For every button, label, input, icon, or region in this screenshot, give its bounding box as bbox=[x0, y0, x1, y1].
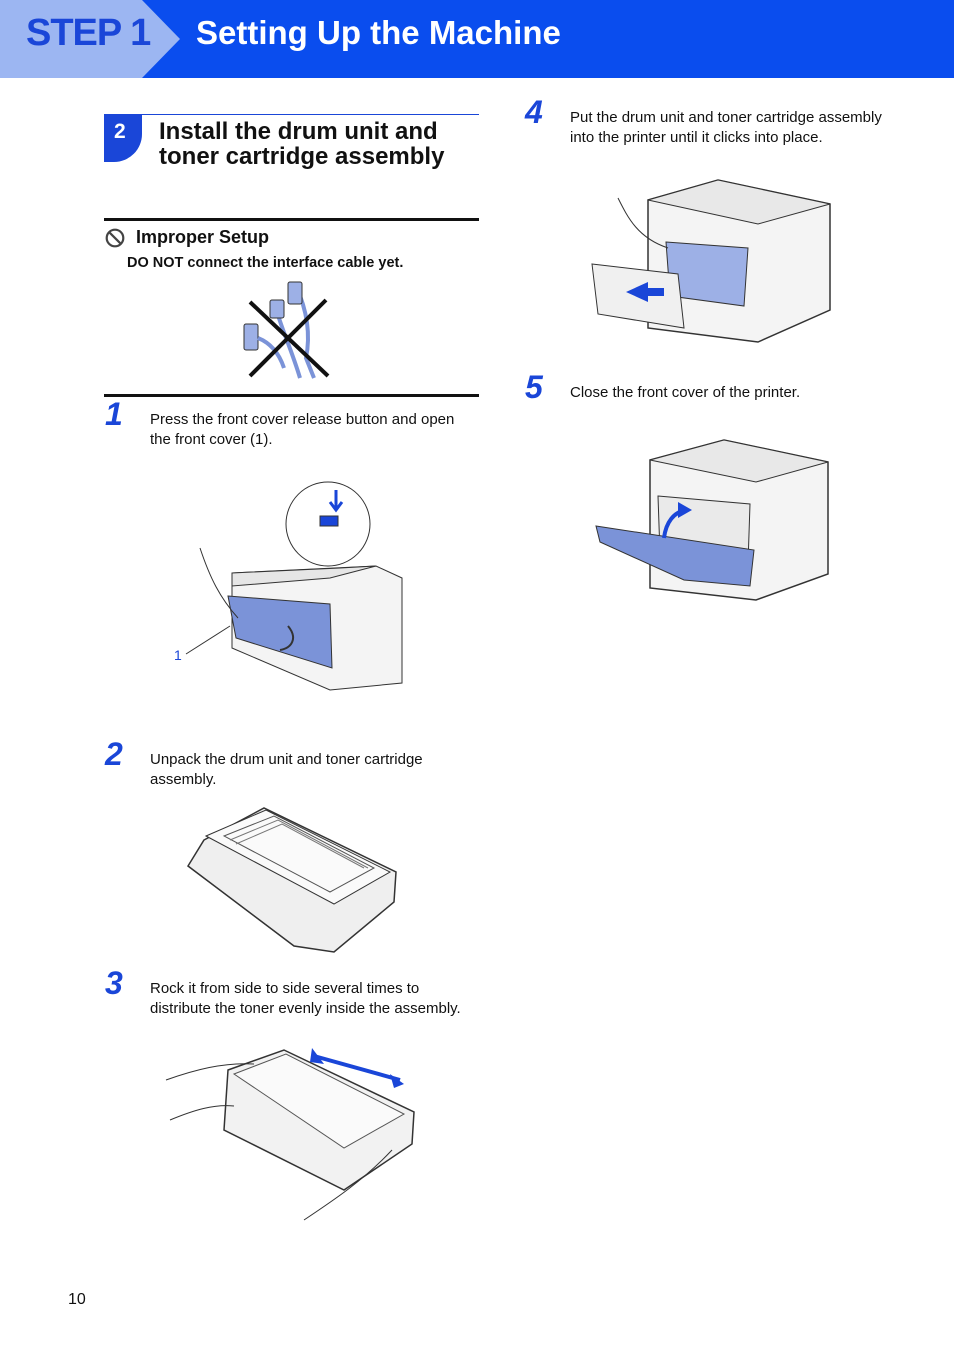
cable-crossed-illustration bbox=[243, 281, 330, 379]
section-number-badge: 2 bbox=[104, 114, 142, 162]
prohibited-icon bbox=[105, 228, 125, 248]
step-number-3: 3 bbox=[105, 965, 123, 1001]
step-3-text: Rock it from side to side several times … bbox=[150, 980, 461, 1017]
insert-drum-illustration bbox=[591, 179, 831, 343]
step-tab bbox=[0, 0, 180, 78]
step-number-5: 5 bbox=[525, 369, 543, 405]
improper-bottom-rule bbox=[104, 394, 479, 397]
step-number-1: 1 bbox=[105, 396, 123, 432]
step-4-text: Put the drum unit and toner cartridge as… bbox=[570, 109, 882, 146]
close-cover-illustration bbox=[595, 439, 829, 601]
step-1-text: Press the front cover release button and… bbox=[150, 411, 455, 448]
rock-drum-illustration bbox=[165, 1048, 415, 1221]
step-5-text: Close the front cover of the printer. bbox=[570, 384, 801, 401]
printer-open-cover-illustration bbox=[185, 481, 403, 691]
step-2-text: Unpack the drum unit and toner cartridge… bbox=[150, 751, 423, 788]
section-rule bbox=[104, 114, 479, 115]
page-title: Setting Up the Machine bbox=[196, 14, 561, 51]
section-title: Install the drum unit and toner cartridg… bbox=[159, 118, 445, 170]
step-number-4: 4 bbox=[525, 94, 543, 130]
callout-1: 1 bbox=[174, 647, 182, 663]
page-number: 10 bbox=[68, 1291, 86, 1308]
step-label: STEP 1 bbox=[26, 12, 151, 54]
improper-top-rule bbox=[104, 218, 479, 221]
drum-unit-illustration bbox=[187, 807, 397, 953]
step-number-2: 2 bbox=[105, 736, 123, 772]
improper-setup-text: DO NOT connect the interface cable yet. bbox=[127, 255, 404, 271]
improper-setup-title: Improper Setup bbox=[136, 227, 270, 247]
header-bar: STEP 1 Setting Up the Machine bbox=[0, 0, 954, 78]
